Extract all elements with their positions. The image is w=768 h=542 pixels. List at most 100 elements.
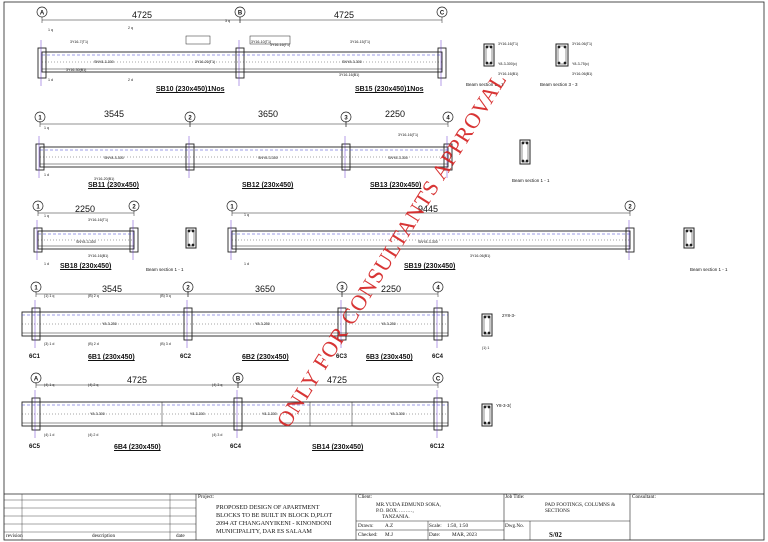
section-3a-link <box>557 45 567 65</box>
row5-link-1: Y8-3-300 <box>90 412 105 416</box>
section-row4-bar-0 <box>483 315 487 319</box>
section-row5-link <box>483 405 491 425</box>
row1-note-1d: 1 d <box>48 78 53 82</box>
section-row3b-link <box>685 229 693 247</box>
row3-grid-1: 2 <box>132 204 136 210</box>
row1-link-1: SNY8-3-300 <box>94 60 114 64</box>
row4-note-3: (B) 3 q <box>160 294 171 298</box>
row2-beam-1: SB11 (230x450) <box>88 182 139 189</box>
row3-dim-2: 9445 <box>418 204 439 214</box>
row1-note-2d: 2 d <box>128 78 133 82</box>
section-row5-bar-0 <box>483 405 487 409</box>
row3-link-1: SNY8-3-300 <box>76 240 96 244</box>
drawing-number: S/02 <box>549 531 562 539</box>
row1-support-1 <box>235 47 245 79</box>
row5-grid-1: B <box>236 376 241 382</box>
section-row2-bar-0 <box>521 141 525 145</box>
row1-bar-1: 3Y16-7(T1) <box>70 40 89 44</box>
row3-note-1q-b: 1 q <box>244 213 249 217</box>
section-1a-bar-3 <box>489 61 493 65</box>
row1-link-2: SNY8-3-300 <box>342 60 362 64</box>
section-row2-bar-2 <box>521 159 525 163</box>
row4-beam-1: 6B1 (230x450) <box>88 354 135 361</box>
row1-bar-5: 3Y16-30(B1) <box>66 68 87 72</box>
section-row2-bar-1 <box>525 141 529 145</box>
row2-grid-1: 2 <box>188 115 192 121</box>
row5-dim-1: 4725 <box>127 375 148 385</box>
row2-dim-1: 3545 <box>104 109 125 119</box>
project-line-3: 2094 AT CHANGANYIKENI - KINONDONI <box>216 520 332 527</box>
section-row4 <box>481 313 493 337</box>
row4-support-3 <box>433 307 443 341</box>
section-row5-bar-3 <box>487 421 491 425</box>
row3-beam-1: SB18 (230x450) <box>60 263 112 270</box>
row1-note-3q: 3 q <box>225 19 230 23</box>
project-line-2: BLOCKS TO BE BUILT IN BLOCK D,PLOT <box>216 512 333 519</box>
section-label-5: Beam section 1 - 1 <box>690 267 728 272</box>
row3-dim-1: 2250 <box>75 204 96 214</box>
row2-beam-3: SB13 (230x450) <box>370 182 422 189</box>
section-note-1: 3Y16-16(T1) <box>498 42 519 46</box>
job-title-label: Job Title: <box>505 494 525 500</box>
project-line-1: PROPOSED DESIGN OF APARTMENT <box>216 504 320 511</box>
section-row3b-bar-3 <box>689 243 693 247</box>
row2-dim-3: 2250 <box>385 109 406 119</box>
section-3a-bar-1 <box>563 45 567 49</box>
row4-link-3: Y8-3-250 <box>381 322 396 326</box>
row5-note-1: (4) 1 q <box>44 383 55 387</box>
row5-link-4: Y8-3-300 <box>390 412 405 416</box>
row5-grid-0: A <box>34 376 39 382</box>
section-row3a <box>185 227 197 249</box>
row4-col-1: 6C1 <box>29 354 41 360</box>
section-note-3: Y8-3-300(c) <box>498 62 517 66</box>
row4-beam-3: 6B3 (230x450) <box>366 354 413 361</box>
section-note-4: Y8-3-75(c) <box>572 62 589 66</box>
section-note-7: 2Y8-3- <box>502 313 516 318</box>
section-row3b-bar-1 <box>689 229 693 233</box>
row4-grid-0: 1 <box>34 285 38 291</box>
section-3a-bar-2 <box>557 61 561 65</box>
client-line-3: TANZANIA. <box>382 514 410 520</box>
section-3a <box>555 43 569 67</box>
section-3a-bar-3 <box>563 61 567 65</box>
section-1a-bar-2 <box>485 61 489 65</box>
row2-grid-0: 1 <box>38 115 42 121</box>
row1-grid-1: B <box>238 10 243 16</box>
checked-label: Checked: <box>358 532 378 538</box>
date-value: MAR, 2023 <box>452 532 477 538</box>
row1-bar-2: 3Y16-10(T1) <box>251 40 272 44</box>
row4-col-2: 6C2 <box>180 354 192 360</box>
row2-note-1d: 1 d <box>44 173 49 177</box>
row3-bar-1: 3Y16-16(T1) <box>88 218 109 222</box>
row3-grid-3: 2 <box>628 204 632 210</box>
row3-note-1d-b: 1 d <box>244 262 249 266</box>
checked-value: M.J <box>385 532 393 538</box>
row4-note-5: (B) 2 d <box>88 342 99 346</box>
row1-bar-7: 3Y16-20(T1) <box>195 60 216 64</box>
row4-grid-2: 3 <box>340 285 344 291</box>
row1-support-2 <box>437 47 447 79</box>
section-row2-link <box>521 141 529 163</box>
job-title-line-1: PAD FOOTINGS, COLUMNS & <box>545 502 616 508</box>
section-note-5: 3Y16-16(B1) <box>498 72 519 76</box>
client-line-1: MR.YUDA EDMUND SOKA, <box>376 502 441 508</box>
section-1a-bar-0 <box>485 45 489 49</box>
row5-link-2: Y8-3-300 <box>190 412 205 416</box>
section-3a-bar-0 <box>557 45 561 49</box>
row5-col-3: 6C12 <box>430 444 445 450</box>
section-1a <box>483 43 495 67</box>
section-label-4: Beam section 1 - 1 <box>146 267 184 272</box>
row4-note-2: (B) 2 q <box>88 294 99 298</box>
row3-bar-3: 3Y16-06(B1) <box>470 254 491 258</box>
row3-link-2: SNY8-3-300 <box>418 240 438 244</box>
row1-beam-2: SB15 (230x450)1Nos <box>355 86 424 93</box>
consultant-label: Consultant: <box>632 494 656 500</box>
row1-grid-0: A <box>40 10 45 16</box>
drawn-label: Drawn: <box>358 523 374 529</box>
section-row2-bar-3 <box>525 159 529 163</box>
row3-support-a1 <box>129 227 139 253</box>
client-line-2: P.O. BOX………, <box>376 508 414 514</box>
section-note-2: 3Y16-06(T1) <box>572 42 593 46</box>
section-row4-bar-2 <box>483 331 487 335</box>
row1-note-2q: 2 q <box>128 26 133 30</box>
